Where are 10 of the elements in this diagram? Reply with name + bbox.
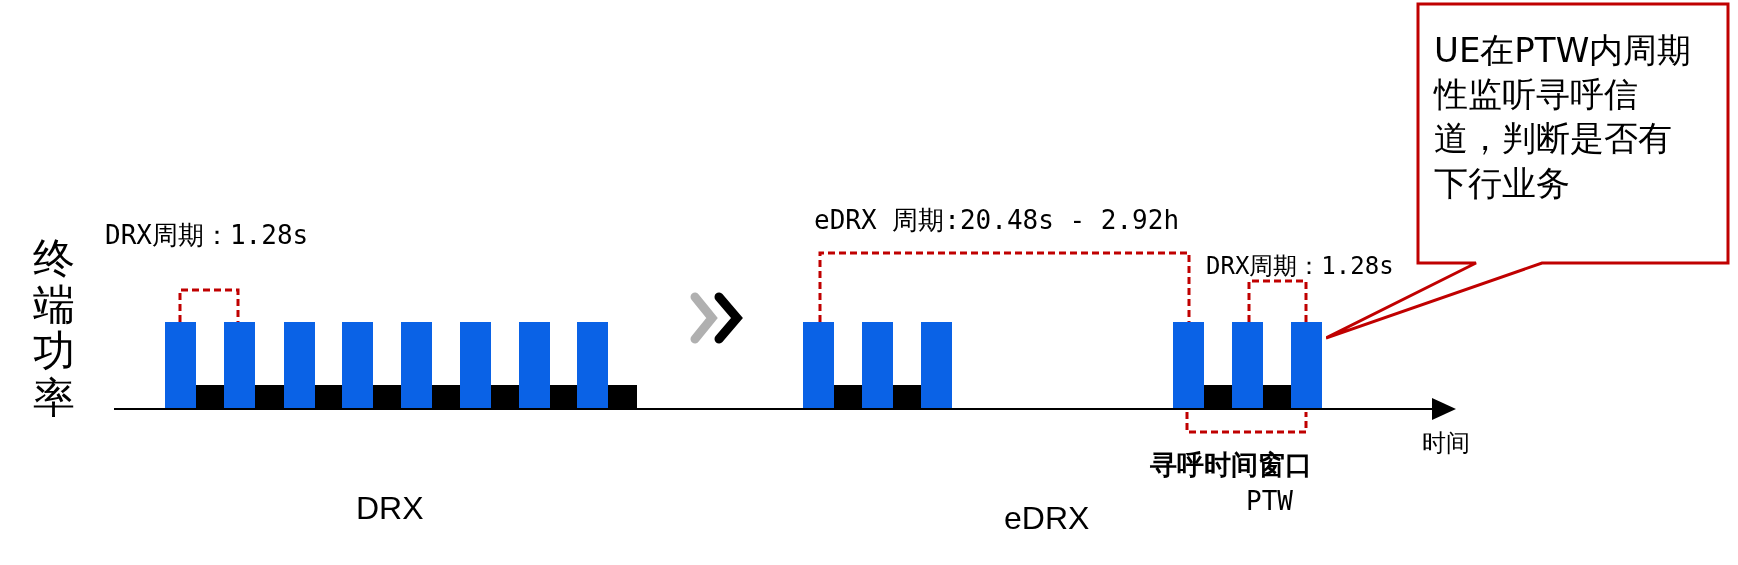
mode-label: DRX	[356, 490, 424, 527]
axis-label: 终端功率	[33, 236, 76, 421]
mode-label: eDRX	[1004, 500, 1090, 537]
window-label: 寻呼时间窗口	[1150, 448, 1312, 482]
axis-label: 时间	[1422, 428, 1470, 459]
window-label: PTW	[1246, 486, 1293, 516]
period-label: eDRX 周期:20.48s - 2.92h	[814, 204, 1180, 237]
callout-text: UE在PTW内周期性监听寻呼信道，判断是否有下行业务	[1434, 29, 1693, 205]
period-label: DRX周期：1.28s	[1206, 251, 1394, 282]
period-label: DRX周期：1.28s	[105, 219, 309, 252]
